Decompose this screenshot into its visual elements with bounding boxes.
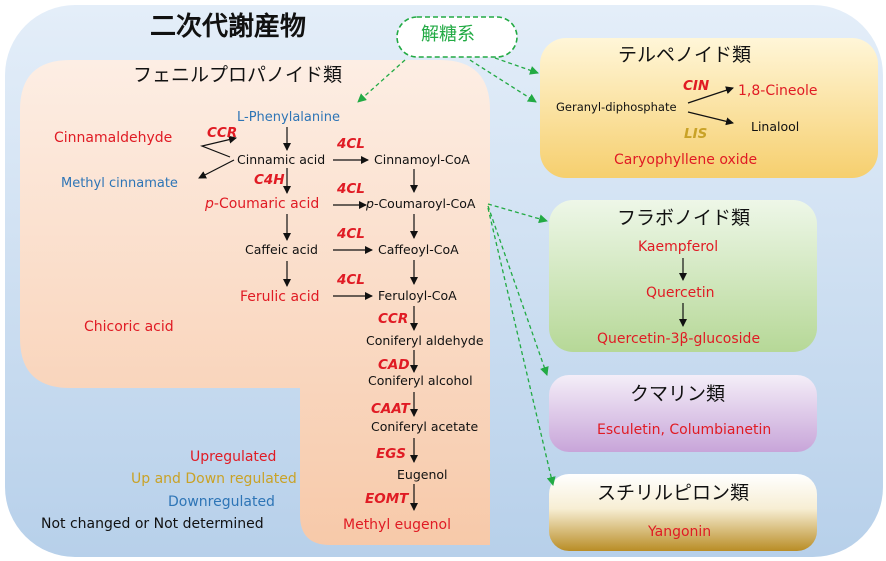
arrow-coumaroyl-to-styrylpyrone: [487, 207, 556, 486]
enzyme-c4h: C4H: [254, 172, 285, 188]
coniferyl-alcohol: Coniferyl alcohol: [368, 373, 473, 388]
feruloyl-coa: Feruloyl-CoA: [378, 288, 457, 303]
enzyme-eomt: EOMT: [365, 491, 409, 507]
legend-up-and-down: Up and Down regulated: [131, 471, 297, 487]
linalool: Linalool: [751, 119, 800, 134]
quercetin: Quercetin: [646, 285, 715, 301]
caffeic-acid: Caffeic acid: [245, 242, 318, 257]
coumarin-box: [549, 375, 817, 452]
coniferyl-acetate: Coniferyl acetate: [371, 419, 479, 434]
styrylpyrone-header: スチリルピロン類: [597, 482, 750, 504]
p-coumaroyl-coa: p-Coumaroyl-CoA: [366, 196, 476, 211]
enzyme-egs: EGS: [376, 446, 407, 462]
arrow-sugar-to-phenylpropanoid: [357, 59, 406, 103]
coumarin-header: クマリン類: [630, 383, 726, 405]
arrow-coumaroyl-to-flavonoid: [487, 203, 548, 224]
caffeoyl-coa: Caffeoyl-CoA: [378, 242, 459, 257]
chicoric-acid: Chicoric acid: [84, 319, 174, 335]
phenylpropanoid-header: フェニルプロパノイド類: [133, 64, 343, 86]
enzyme-cad: CAD: [378, 357, 410, 373]
enzyme-4cl-1: 4CL: [337, 136, 365, 152]
enzyme-ccr-2: CCR: [378, 311, 409, 327]
flavonoid-header: フラボノイド類: [617, 207, 751, 229]
methyl-eugenol: Methyl eugenol: [343, 517, 451, 533]
arrow-geranyl-to-linalool: [687, 111, 734, 126]
phenylpropanoid-region: [20, 60, 490, 545]
cinnamoyl-coa: Cinnamoyl-CoA: [374, 152, 470, 167]
arrow-coumaroyl-to-coumarin: [487, 205, 549, 376]
legend-upregulated: Upregulated: [190, 449, 277, 465]
l-phenylalanine: L-Phenylalanine: [237, 110, 340, 125]
coniferyl-aldehyde: Coniferyl aldehyde: [366, 333, 484, 348]
arrow-sugar-to-terpenoid-2: [494, 57, 539, 75]
caryophyllene-oxide: Caryophyllene oxide: [614, 152, 758, 168]
cinnamaldehyde: Cinnamaldehyde: [54, 130, 173, 146]
geranyl-diphosphate: Geranyl-diphosphate: [556, 100, 677, 114]
arrow-sugar-to-terpenoid-1: [469, 59, 537, 103]
sugar-system-box: [396, 16, 518, 58]
enzyme-caat: CAAT: [371, 401, 410, 417]
styrylpyrone-box: [549, 474, 817, 551]
arrow-geranyl-to-cineole: [687, 86, 734, 104]
enzyme-4cl-2: 4CL: [337, 181, 365, 197]
eugenol: Eugenol: [397, 467, 448, 482]
sugar-system-label: 解糖系: [421, 24, 475, 45]
p-coumaric-acid: p-Coumaric acid: [205, 196, 320, 212]
cinnamic-acid: Cinnamic acid: [237, 152, 326, 167]
kaempferol: Kaempferol: [638, 239, 719, 255]
ferulic-acid: Ferulic acid: [240, 289, 320, 305]
legend-downregulated: Downregulated: [168, 494, 275, 510]
page-title: 二次代謝産物: [150, 12, 307, 42]
enzyme-ccr-1: CCR: [207, 125, 238, 141]
legend-not-changed: Not changed or Not determined: [41, 516, 264, 532]
enzyme-4cl-4: 4CL: [337, 272, 365, 288]
quercetin-glucoside: Quercetin-3β-glucoside: [597, 331, 761, 347]
terpenoid-box: [540, 38, 878, 178]
arrow-cinnamic-to-cinnamaldehyde: [199, 135, 237, 158]
arrow-cinnamic-to-methylcinnamate: [198, 159, 235, 179]
enzyme-4cl-3: 4CL: [337, 226, 365, 242]
terpenoid-header: テルペノイド類: [618, 44, 752, 66]
coumarin-items: Esculetin, Columbianetin: [597, 422, 772, 438]
enzyme-lis: LIS: [684, 126, 708, 142]
cineole: 1,8-Cineole: [738, 83, 818, 99]
methyl-cinnamate: Methyl cinnamate: [61, 176, 178, 191]
styrylpyrone-items: Yangonin: [648, 524, 712, 540]
enzyme-cin: CIN: [683, 78, 710, 94]
